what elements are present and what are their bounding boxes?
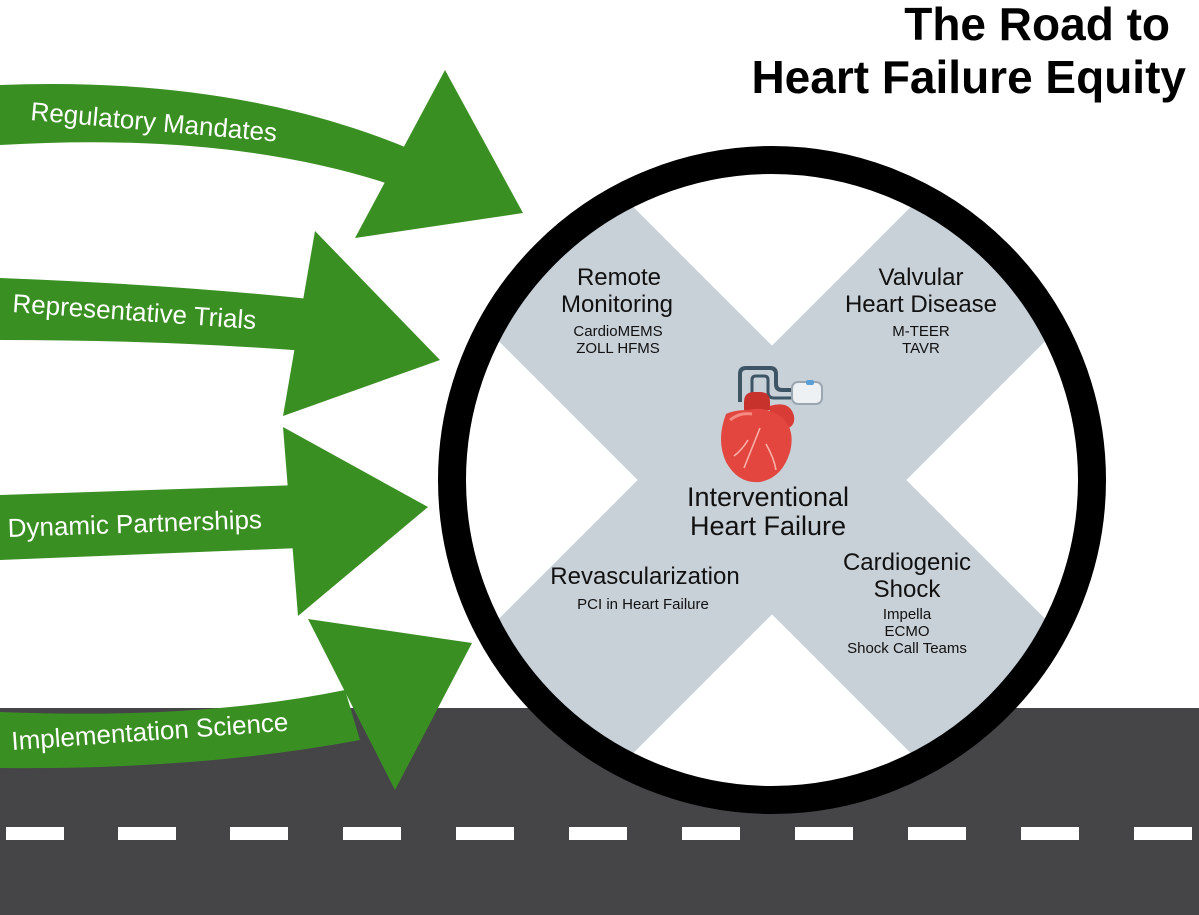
quadrant-title: Revascularization xyxy=(550,563,739,590)
arrow-implementation-science xyxy=(0,619,472,790)
quadrant-valvular-heart-disease: Valvular Heart Disease M-TEER TAVR xyxy=(845,264,997,357)
center-label: Interventional xyxy=(687,482,849,512)
lane-dash xyxy=(118,827,176,840)
arrow-dynamic-partnerships xyxy=(0,427,428,616)
quadrant-item: Shock Call Teams xyxy=(847,640,967,657)
arrow-representative-trials xyxy=(0,231,440,416)
road-lane-markings xyxy=(6,827,1192,840)
quadrant-title: Valvular xyxy=(879,264,964,291)
lane-dash xyxy=(795,827,853,840)
title-line-1: The Road to xyxy=(904,0,1170,50)
lane-dash xyxy=(1134,827,1192,840)
lane-dash xyxy=(6,827,64,840)
lane-dash xyxy=(230,827,288,840)
quadrant-title: Monitoring xyxy=(561,291,673,318)
quadrant-cardiogenic-shock: Cardiogenic Shock Impella ECMO Shock Cal… xyxy=(843,549,971,657)
wheel-rim xyxy=(438,146,1106,814)
heart-device-icon xyxy=(721,366,823,483)
wheel xyxy=(438,146,1106,814)
center-label: Heart Failure xyxy=(690,511,846,541)
quadrant-item: CardioMEMS xyxy=(573,323,662,340)
lane-dash xyxy=(1021,827,1079,840)
title-line-2: Heart Failure Equity xyxy=(751,51,1186,103)
quadrant-title: Remote xyxy=(577,264,661,291)
lane-dash xyxy=(456,827,514,840)
quadrant-title: Cardiogenic xyxy=(843,549,971,576)
quadrant-item: ZOLL HFMS xyxy=(576,340,660,357)
lane-dash xyxy=(343,827,401,840)
quadrant-remote-monitoring: Remote Monitoring CardioMEMS ZOLL HFMS xyxy=(561,264,673,357)
arrow-regulatory-mandates xyxy=(0,70,523,238)
quadrant-item: TAVR xyxy=(902,340,940,357)
quadrant-item: M-TEER xyxy=(892,323,950,340)
page-title: The Road to Heart Failure Equity xyxy=(751,0,1186,103)
quadrant-title: Shock xyxy=(874,576,942,603)
quadrant-item: Impella xyxy=(883,606,932,623)
lane-dash xyxy=(569,827,627,840)
quadrant-item: PCI in Heart Failure xyxy=(577,596,709,613)
lane-dash xyxy=(908,827,966,840)
quadrant-revascularization: Revascularization PCI in Heart Failure xyxy=(550,563,739,613)
center-interventional-heart-failure: Interventional Heart Failure xyxy=(687,482,849,541)
quadrant-item: ECMO xyxy=(885,623,930,640)
lane-dash xyxy=(682,827,740,840)
quadrant-title: Heart Disease xyxy=(845,291,997,318)
